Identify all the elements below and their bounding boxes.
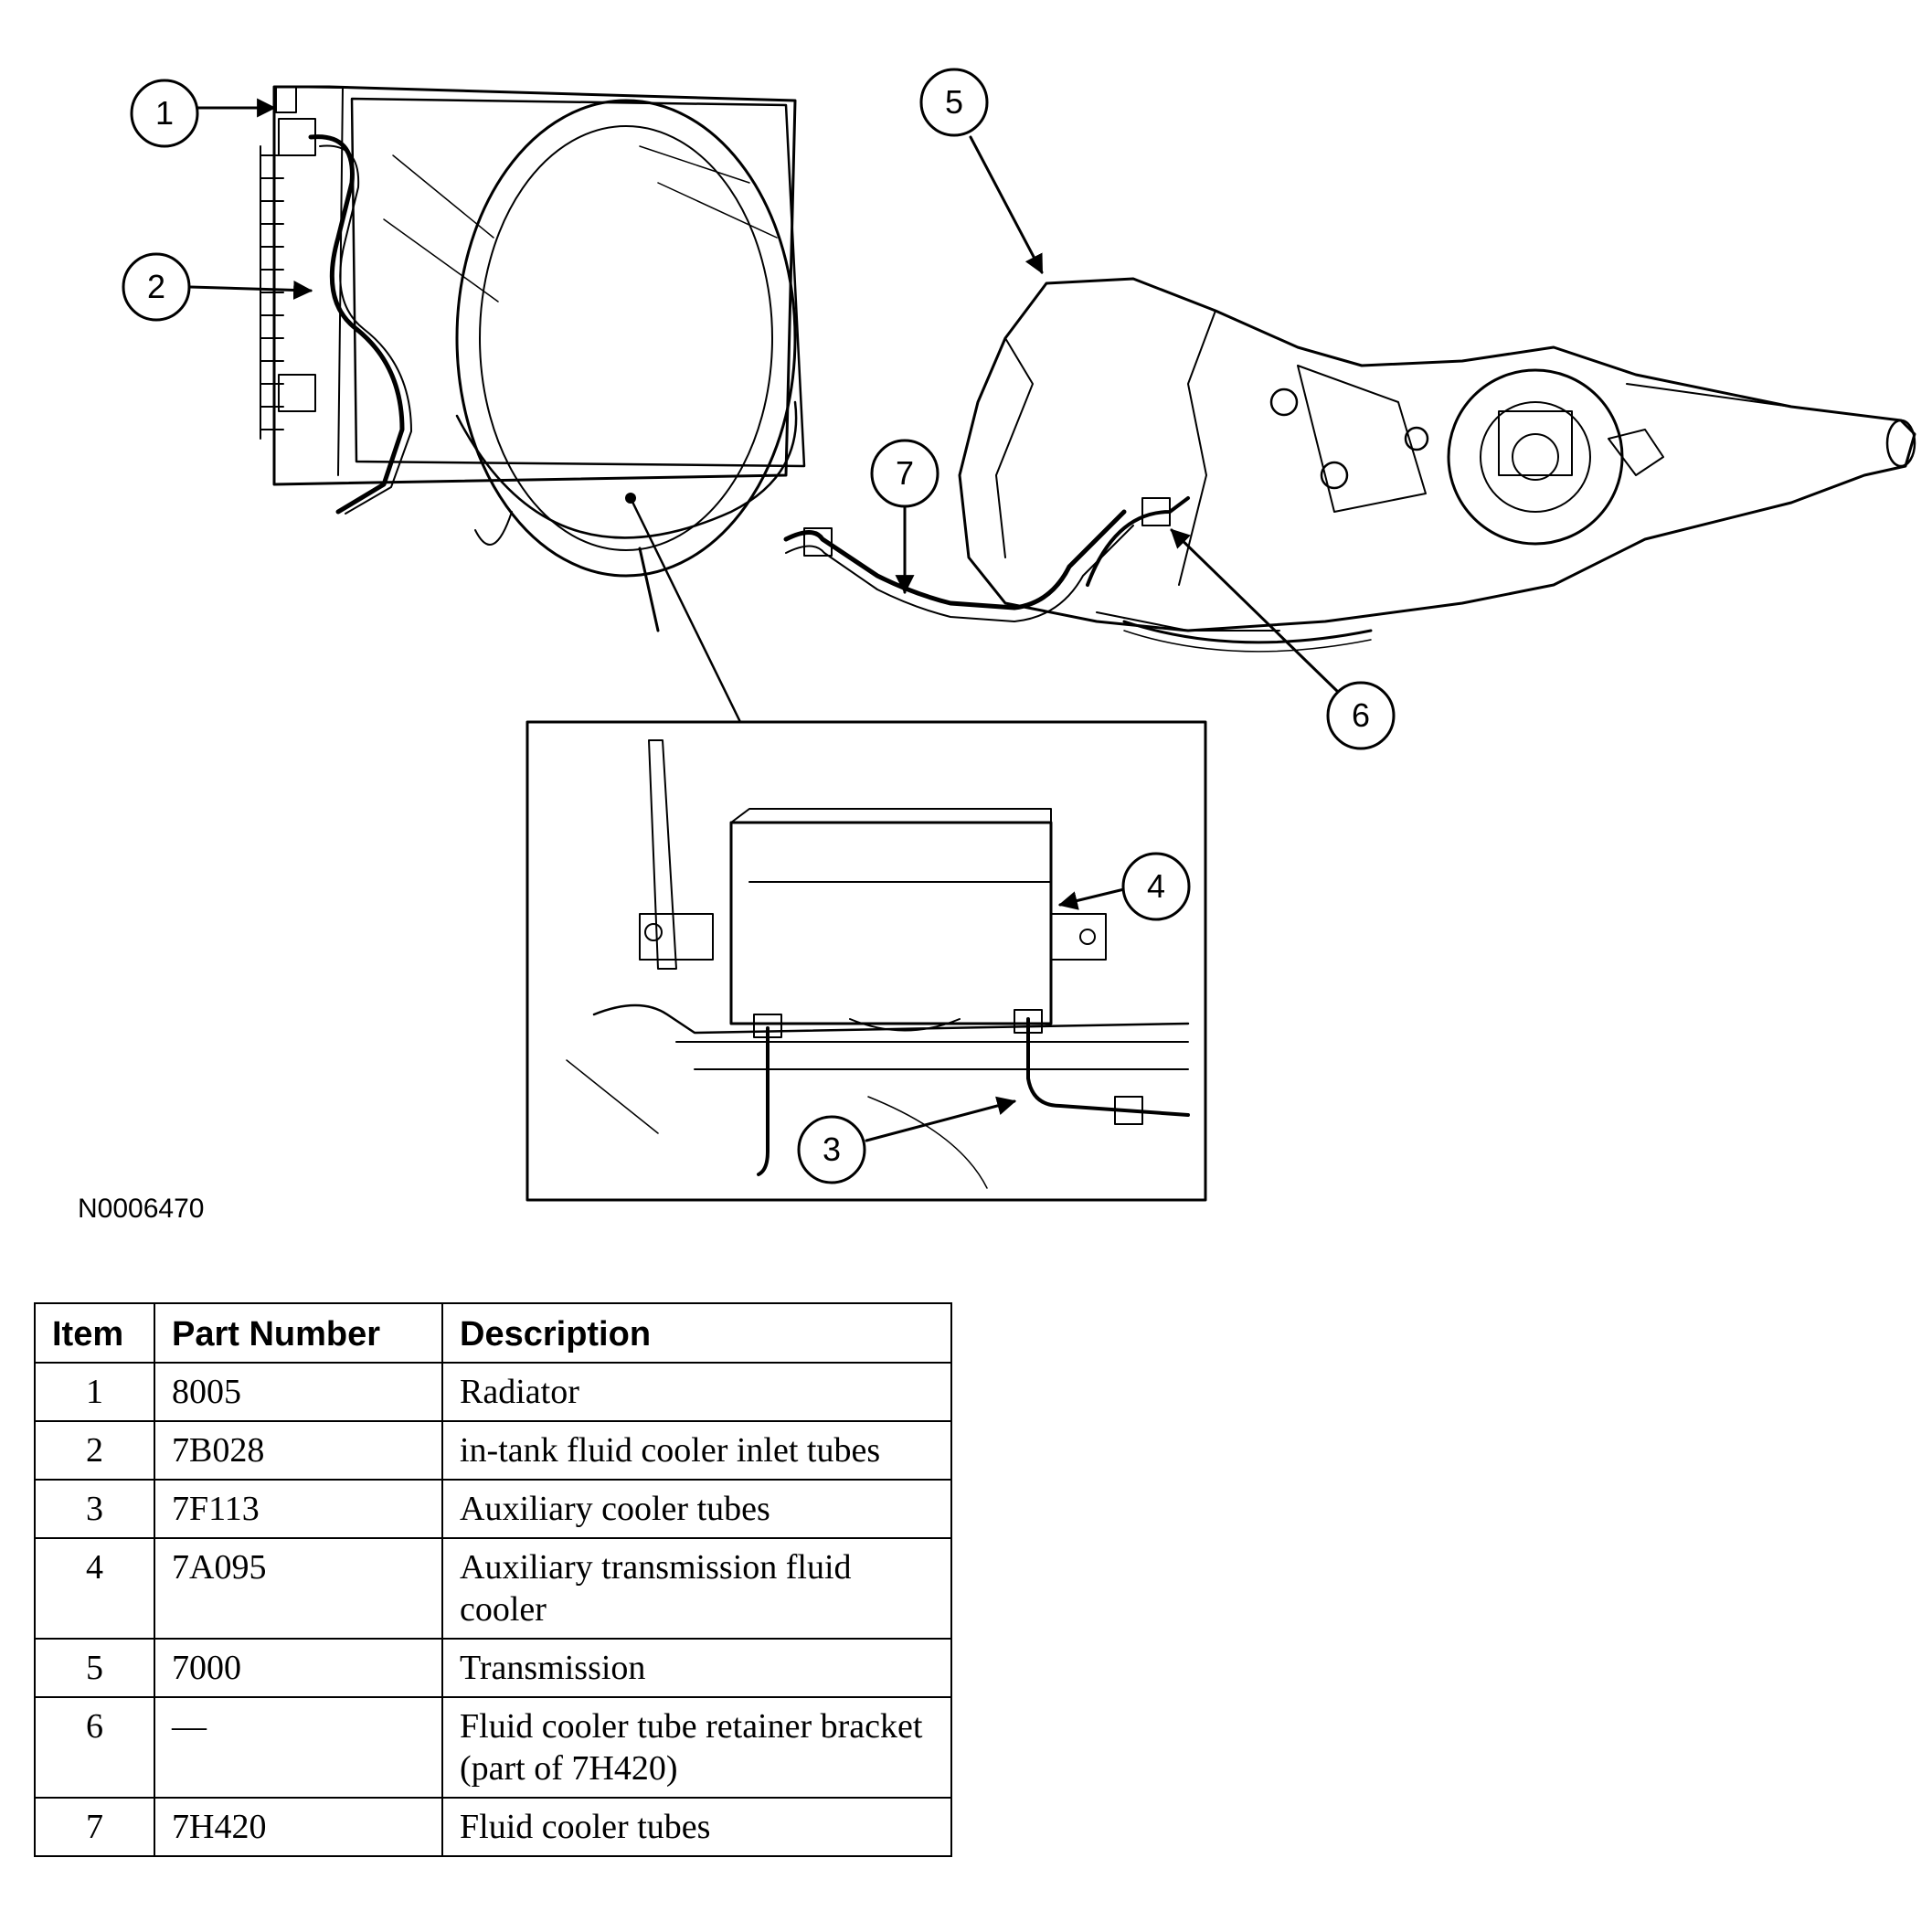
table-row: 5 7000 Transmission: [34, 1638, 952, 1698]
cell-item: 2: [34, 1420, 155, 1481]
callout-7-label: 7: [896, 454, 914, 492]
callout-3-label: 3: [823, 1131, 841, 1168]
cell-description: Fluid cooler tube retainer bracket (part…: [441, 1696, 952, 1799]
callout-4-label: 4: [1147, 867, 1165, 905]
callout-1: 1: [130, 79, 277, 148]
callout-7: 7: [870, 439, 939, 595]
exploded-view-drawing: 1 2 5 7 6 4 3: [122, 68, 1916, 1202]
cell-part-number: 7H420: [154, 1797, 443, 1857]
cell-part-number: 7F113: [154, 1479, 443, 1539]
cell-item: 1: [34, 1362, 155, 1422]
cell-description: in-tank fluid cooler inlet tubes: [441, 1420, 952, 1481]
cell-part-number: 8005: [154, 1362, 443, 1422]
cell-part-number: 7A095: [154, 1537, 443, 1640]
callout-2: 2: [122, 252, 313, 322]
callout-2-label: 2: [147, 268, 165, 305]
header-part-number: Part Number: [154, 1302, 443, 1364]
callout-4: 4: [1057, 852, 1191, 921]
cell-item: 7: [34, 1797, 155, 1857]
table-row: 7 7H420 Fluid cooler tubes: [34, 1797, 952, 1857]
figure-id: N0006470: [78, 1194, 205, 1224]
inset-frame: [525, 720, 1207, 1202]
cell-part-number: —: [154, 1696, 443, 1799]
cell-part-number: 7000: [154, 1638, 443, 1698]
cell-description: Auxiliary cooler tubes: [441, 1479, 952, 1539]
callout-5-label: 5: [945, 83, 963, 121]
auxiliary-cooler-drawing: [729, 821, 1053, 1025]
callout-6-label: 6: [1352, 696, 1370, 734]
table-header-row: Item Part Number Description: [34, 1302, 952, 1364]
cell-item: 6: [34, 1696, 155, 1799]
table-row: 2 7B028 in-tank fluid cooler inlet tubes: [34, 1420, 952, 1481]
cell-item: 5: [34, 1638, 155, 1698]
table-row: 6 — Fluid cooler tube retainer bracket (…: [34, 1696, 952, 1799]
table-row: 4 7A095 Auxiliary transmission fluid coo…: [34, 1537, 952, 1640]
callout-3: 3: [797, 1096, 1017, 1184]
parts-table: Item Part Number Description 1 8005 Radi…: [34, 1302, 952, 1857]
header-description: Description: [441, 1302, 952, 1364]
cell-description: Fluid cooler tubes: [441, 1797, 952, 1857]
callout-6: 6: [1170, 528, 1396, 750]
transmission-illustration: [958, 277, 1916, 653]
callout-5: 5: [919, 68, 1044, 274]
header-item: Item: [34, 1302, 155, 1364]
table-row: 1 8005 Radiator: [34, 1362, 952, 1422]
cell-description: Transmission: [441, 1638, 952, 1698]
detail-inset: [525, 493, 1207, 1202]
cell-part-number: 7B028: [154, 1420, 443, 1481]
cell-item: 3: [34, 1479, 155, 1539]
cell-item: 4: [34, 1537, 155, 1640]
inset-leader-line: [629, 496, 742, 724]
radiator-illustration: [260, 85, 806, 632]
cell-description: Radiator: [441, 1362, 952, 1422]
fluid-cooler-tubes-illustration: [783, 509, 1134, 622]
table-row: 3 7F113 Auxiliary cooler tubes: [34, 1479, 952, 1539]
callout-1-label: 1: [155, 94, 174, 132]
cell-description: Auxiliary transmission fluid cooler: [441, 1537, 952, 1640]
